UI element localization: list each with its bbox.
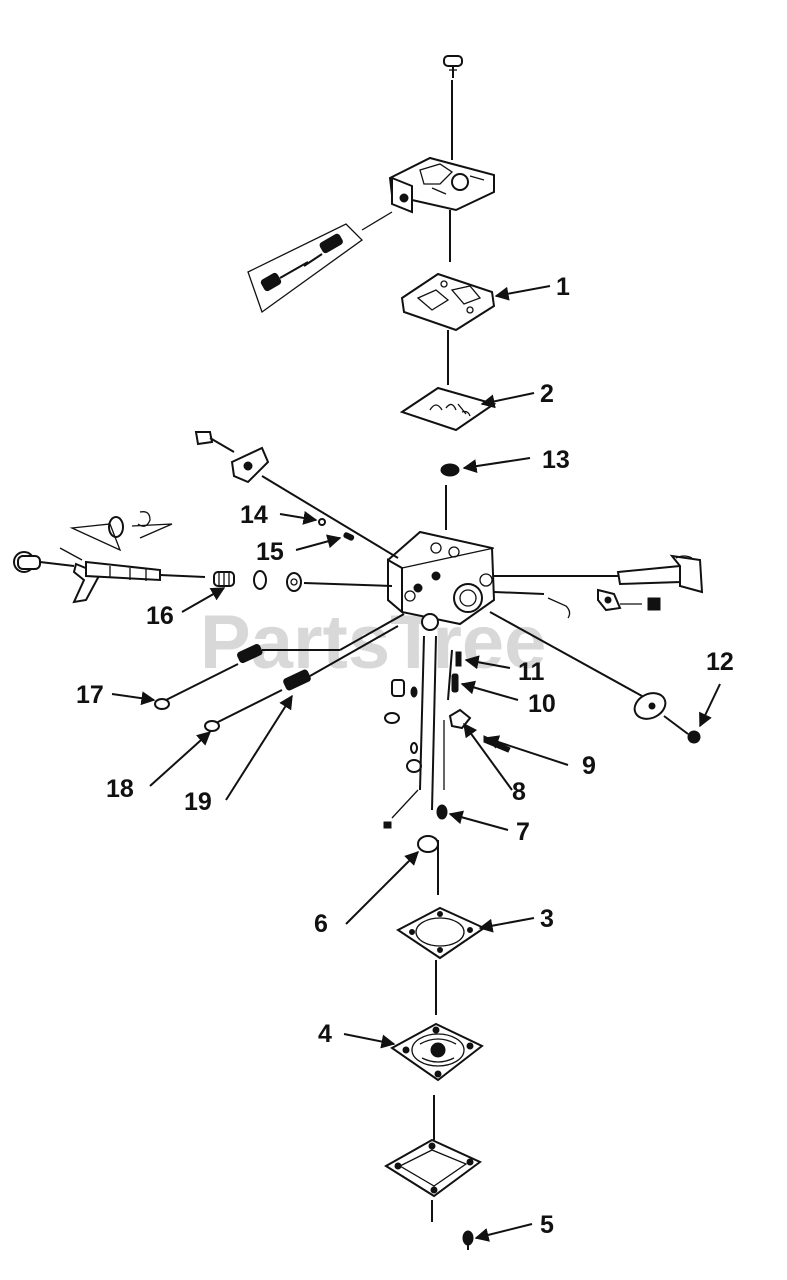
callout-1: 1 <box>556 273 570 301</box>
callout-8: 8 <box>512 778 526 806</box>
callout-18: 18 <box>106 775 134 803</box>
callout-16: 16 <box>146 602 174 630</box>
callout-15: 15 <box>256 538 284 566</box>
choke-shaft-assembly <box>493 554 704 619</box>
pump-cover <box>388 156 495 214</box>
callout-19: 19 <box>184 788 212 816</box>
callout-5: 5 <box>540 1211 554 1239</box>
inlet-screen-part <box>440 463 460 477</box>
callout-12: 12 <box>706 648 734 676</box>
metering-gasket-part <box>396 906 487 960</box>
metering-diaphragm-part <box>390 1022 484 1082</box>
left-plate-and-screw <box>194 431 399 559</box>
top-cover-screw <box>443 55 463 78</box>
callout-4: 4 <box>318 1020 332 1048</box>
callout-9: 9 <box>582 752 596 780</box>
callout-3: 3 <box>540 905 554 933</box>
check-ball-and-spring <box>318 518 355 541</box>
cover-screw-part <box>462 1230 474 1250</box>
center-axis-line <box>431 80 453 1222</box>
adjusting-screws-kit <box>247 211 393 314</box>
callout-10: 10 <box>528 690 556 718</box>
callout-17: 17 <box>76 681 104 709</box>
shaft-spring-and-washers <box>213 570 393 592</box>
callout-labels: 1 2 3 4 5 6 7 8 9 10 11 12 13 14 15 16 1… <box>76 273 734 1239</box>
callout-14: 14 <box>240 501 268 529</box>
throttle-shaft-assembly <box>13 511 206 604</box>
callout-11: 11 <box>518 658 545 686</box>
right-plate-and-screw <box>489 611 701 744</box>
callout-13: 13 <box>542 446 570 474</box>
callout-7: 7 <box>516 818 530 846</box>
watermark-text: PartsTree <box>200 600 546 685</box>
pump-diaphragm-part <box>399 386 497 432</box>
callout-6: 6 <box>314 910 328 938</box>
pump-gasket-part <box>400 272 496 332</box>
mixture-needles <box>154 613 405 732</box>
callout-leader-arrows <box>111 285 721 1242</box>
carburetor-body <box>387 530 496 631</box>
metering-cover <box>384 1138 482 1198</box>
callout-2: 2 <box>540 380 554 408</box>
